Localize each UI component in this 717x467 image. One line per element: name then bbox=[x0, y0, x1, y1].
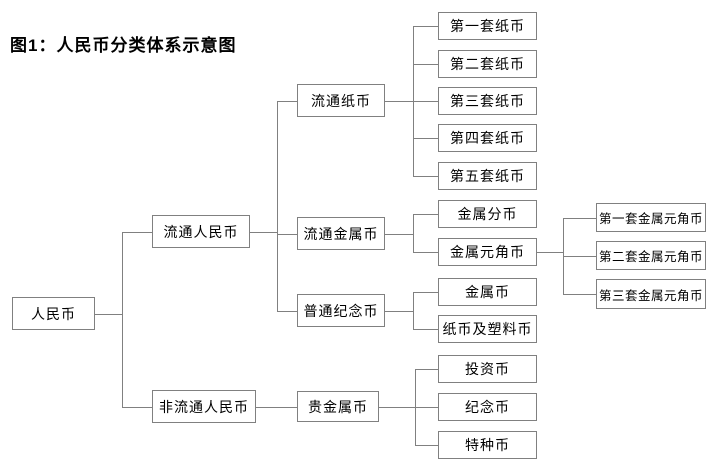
tree-node-fei-liutong-renminbi: 非流通人民币 bbox=[152, 390, 256, 423]
connector-line bbox=[379, 407, 415, 408]
connector-line bbox=[413, 64, 438, 65]
tree-node-di3tao-jinshu-yuanjiaobi: 第三套金属元角币 bbox=[596, 279, 706, 309]
connector-line bbox=[413, 101, 438, 102]
tree-node-guijinshubi: 贵金属币 bbox=[297, 391, 379, 422]
tree-node-di1tao-zhibi: 第一套纸币 bbox=[438, 12, 537, 40]
connector-line bbox=[413, 26, 438, 27]
tree-node-jinshu-fenbi: 金属分币 bbox=[438, 200, 537, 228]
connector-line bbox=[415, 407, 438, 408]
connector-line bbox=[122, 232, 152, 233]
tree-node-di2tao-jinshu-yuanjiaobi: 第二套金属元角币 bbox=[596, 241, 706, 270]
connector-line bbox=[563, 218, 596, 219]
connector-line bbox=[413, 26, 414, 177]
tree-node-zhibi-ji-suliaobi: 纸币及塑料币 bbox=[438, 315, 537, 343]
tree-node-di1tao-jinshu-yuanjiaobi: 第一套金属元角币 bbox=[596, 203, 706, 232]
tree-node-di2tao-zhibi: 第二套纸币 bbox=[438, 50, 537, 78]
tree-node-jinshu-yuanjiaobi: 金属元角币 bbox=[438, 238, 537, 266]
tree-node-putong-jinianbi: 普通纪念币 bbox=[297, 294, 385, 327]
connector-line bbox=[413, 138, 438, 139]
tree-node-touzibi: 投资币 bbox=[438, 355, 537, 383]
connector-line bbox=[122, 407, 152, 408]
connector-line bbox=[413, 292, 414, 330]
tree-node-liutong-renminbi: 流通人民币 bbox=[152, 215, 250, 248]
connector-line bbox=[537, 252, 563, 253]
connector-line bbox=[563, 218, 564, 295]
tree-node-liutong-jinshubi: 流通金属币 bbox=[297, 217, 385, 250]
connector-line bbox=[277, 101, 297, 102]
connector-line bbox=[277, 234, 297, 235]
diagram-title: 图1：人民币分类体系示意图 bbox=[10, 36, 237, 55]
connector-line bbox=[277, 311, 297, 312]
connector-line bbox=[277, 407, 297, 408]
connector-line bbox=[277, 101, 278, 312]
connector-line bbox=[413, 214, 414, 253]
tree-node-liutong-zhibi: 流通纸币 bbox=[297, 84, 385, 117]
connector-line bbox=[563, 294, 596, 295]
connector-line bbox=[413, 329, 438, 330]
connector-line bbox=[385, 234, 413, 235]
connector-line bbox=[385, 311, 413, 312]
tree-node-di3tao-zhibi: 第三套纸币 bbox=[438, 87, 537, 115]
tree-node-di5tao-zhibi: 第五套纸币 bbox=[438, 162, 537, 190]
connector-line bbox=[415, 369, 438, 370]
connector-line bbox=[413, 214, 438, 215]
connector-line bbox=[122, 232, 123, 408]
connector-line bbox=[413, 252, 438, 253]
connector-line bbox=[385, 101, 413, 102]
connector-line bbox=[413, 292, 438, 293]
connector-line bbox=[256, 407, 277, 408]
connector-line bbox=[250, 232, 277, 233]
connector-line bbox=[95, 314, 122, 315]
tree-node-di4tao-zhibi: 第四套纸币 bbox=[438, 124, 537, 152]
connector-line bbox=[415, 369, 416, 446]
connector-line bbox=[415, 445, 438, 446]
tree-node-tezhongbi: 特种币 bbox=[438, 431, 537, 459]
tree-node-jinshubi: 金属币 bbox=[438, 278, 537, 306]
tree-node-renminbi: 人民币 bbox=[12, 297, 95, 330]
tree-node-jinianbi: 纪念币 bbox=[438, 393, 537, 421]
connector-line bbox=[413, 176, 438, 177]
connector-line bbox=[563, 256, 596, 257]
